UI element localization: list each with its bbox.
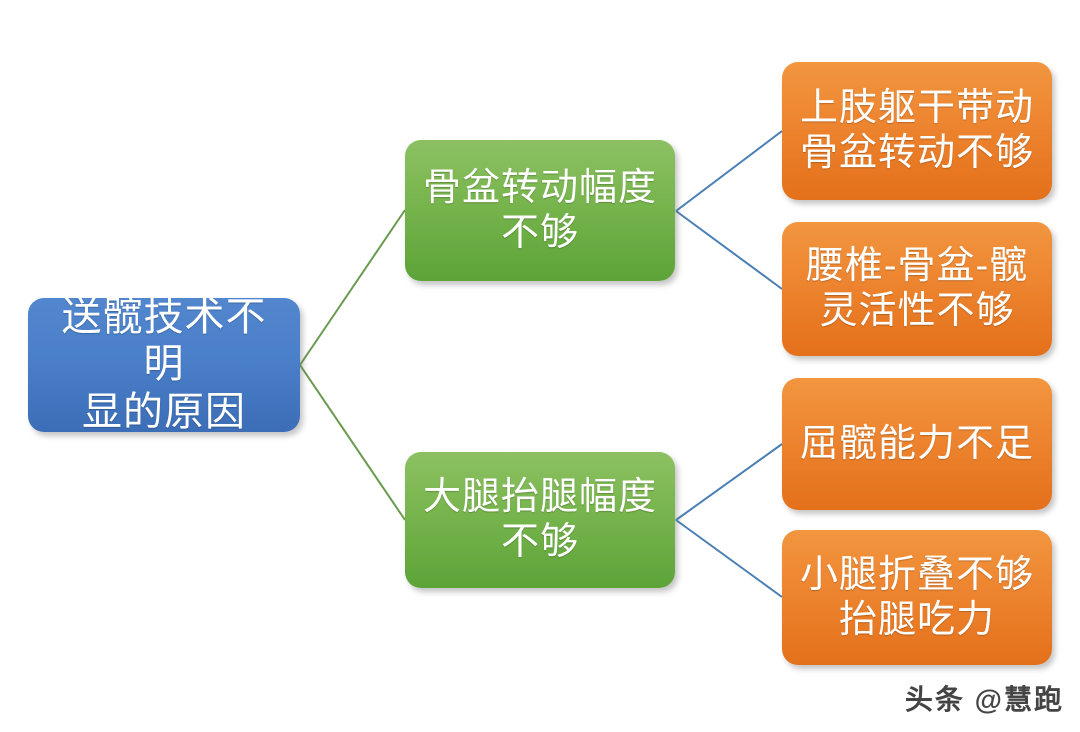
node-leaf-calf-folding[interactable]: 小腿折叠不够 抬腿吃力 [782, 530, 1052, 665]
node-leaf-3-label: 屈髋能力不足 [799, 422, 1034, 465]
connector-branch-2-leaf-4 [675, 519, 783, 598]
node-leaf-hip-flexion-strength[interactable]: 屈髋能力不足 [782, 378, 1052, 510]
node-leaf-1-label: 上肢躯干带动 骨盆转动不够 [799, 87, 1034, 174]
connector-root-branch-2 [299, 364, 406, 521]
connector-root-branch-1 [299, 209, 406, 366]
node-root-label: 送髋技术不明 显的原因 [61, 295, 267, 434]
connector-branch-1-leaf-1 [675, 130, 783, 212]
branch-to-leaf-connectors [675, 130, 783, 598]
node-leaf-lumbar-pelvis-hip-mobility[interactable]: 腰椎-骨盆-髋 灵活性不够 [782, 222, 1052, 356]
node-leaf-upper-body-drive[interactable]: 上肢躯干带动 骨盆转动不够 [782, 62, 1052, 200]
node-leaf-4-label: 小腿折叠不够 抬腿吃力 [799, 553, 1034, 641]
connector-branch-2-leaf-3 [675, 443, 783, 521]
node-branch-2-label: 大腿抬腿幅度 不够 [422, 476, 657, 563]
node-root[interactable]: 送髋技术不明 显的原因 [28, 295, 300, 434]
node-leaf-2-label: 腰椎-骨盆-髋 灵活性不够 [805, 245, 1029, 332]
node-branch-thigh-lift[interactable]: 大腿抬腿幅度 不够 [405, 452, 675, 588]
connector-branch-1-leaf-2 [675, 210, 783, 290]
watermark: 头条 @慧跑 [904, 684, 1064, 715]
root-to-branch-connectors [299, 209, 406, 521]
node-branch-1-label: 骨盆转动幅度 不够 [422, 166, 657, 254]
node-branch-pelvis-rotation[interactable]: 骨盆转动幅度 不够 [405, 140, 675, 281]
